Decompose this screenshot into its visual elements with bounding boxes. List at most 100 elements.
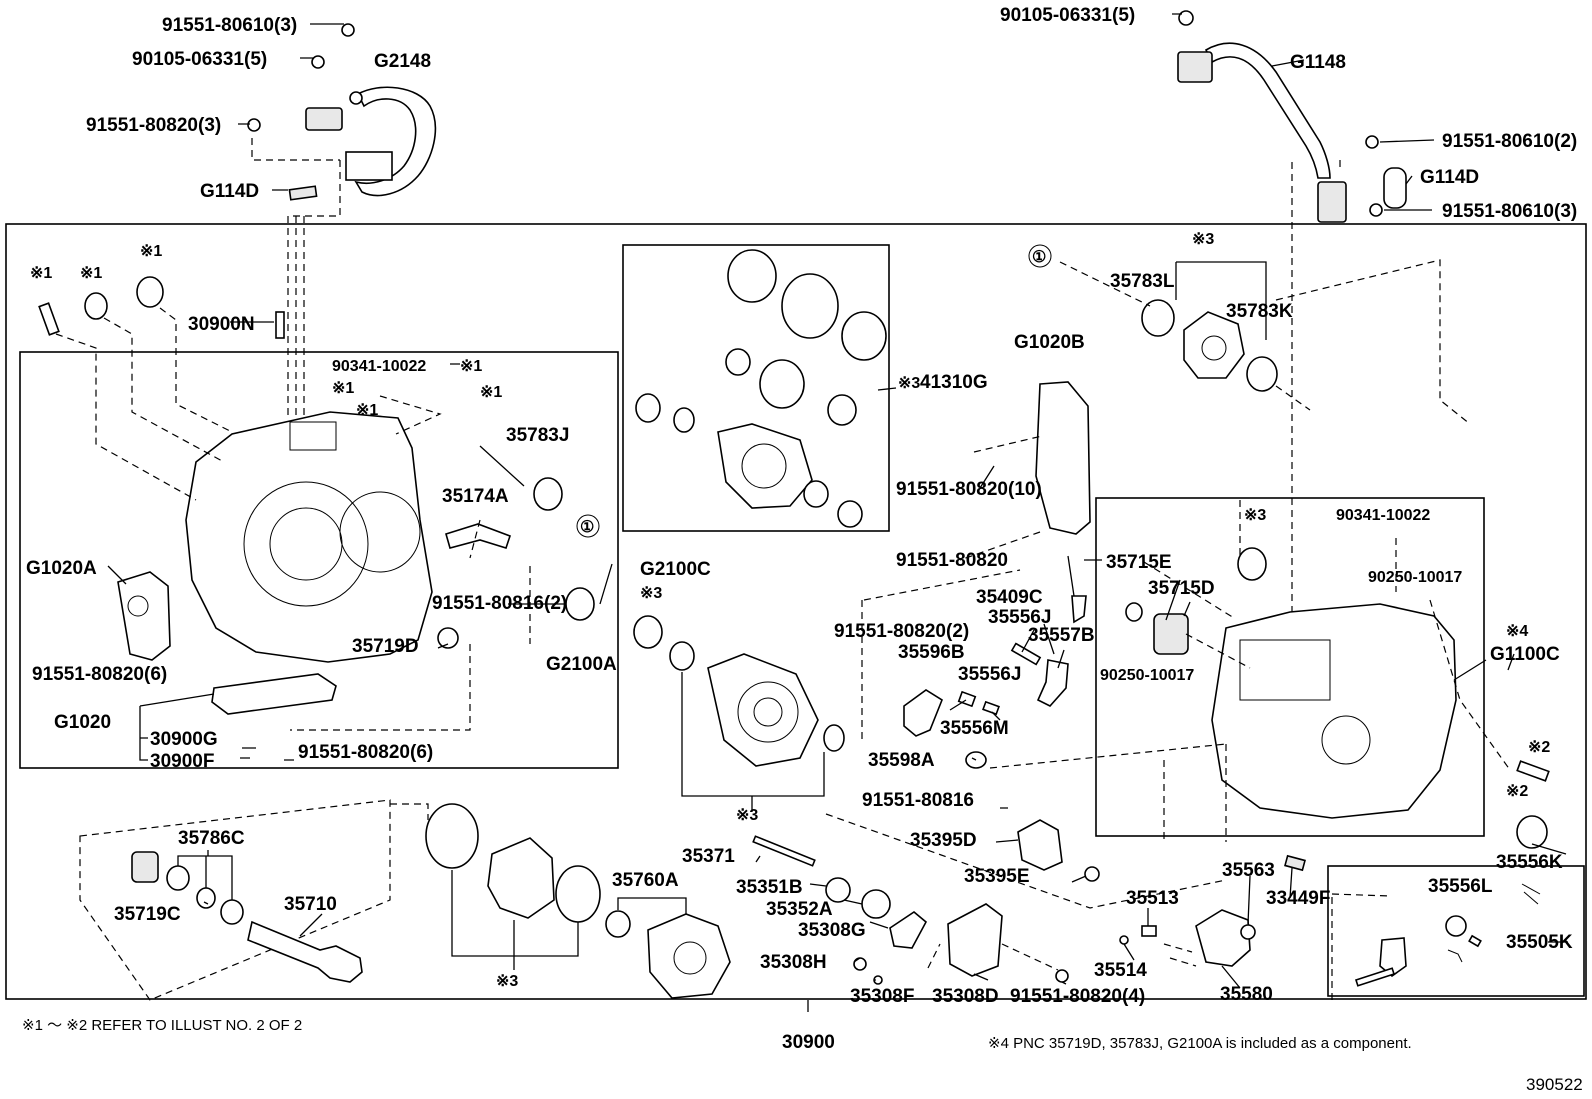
- bolt-91551-80610-c: [1369, 203, 1383, 217]
- label-35556m: 35556M: [940, 718, 1009, 739]
- differential-kit-drawing: [635, 249, 887, 528]
- bolt-top-left-drawing: [38, 302, 60, 336]
- label-x1-b: ※1: [80, 265, 102, 282]
- label-30900: 30900: [782, 1032, 835, 1053]
- label-91551-80820-2: 91551-80820(2): [834, 621, 969, 642]
- label-x1-c: ※1: [140, 243, 162, 260]
- label-91551-80610-2: 91551-80610(2): [1442, 131, 1577, 152]
- shaft-frame-guide: [79, 799, 391, 1001]
- transaxle-case-drawing: [1211, 603, 1457, 819]
- label-35557b: 35557B: [1028, 625, 1095, 646]
- bracket-35308d-drawing: [947, 903, 1003, 977]
- label-35556k: 35556K: [1496, 852, 1563, 873]
- harness-right-guide: [1291, 160, 1341, 672]
- washer-35786c-a: [166, 865, 190, 891]
- label-g1020a: G1020A: [26, 558, 97, 579]
- label-35371: 35371: [682, 846, 735, 867]
- label-90341-10022-left: 90341-10022: [332, 358, 426, 375]
- label-g1020: G1020: [54, 712, 111, 733]
- clip-35556k-drawing: [1521, 883, 1541, 905]
- callout-circle-1-left: [576, 514, 600, 538]
- label-35715d: 35715D: [1148, 578, 1215, 599]
- differential-kit-frame: [622, 244, 890, 532]
- label-91551-80820-6-bottom: 91551-80820(6): [298, 742, 433, 763]
- bolt-91551-80610-b: [1365, 135, 1379, 149]
- label-g1100c: G1100C: [1490, 644, 1560, 665]
- label-g2148: G2148: [374, 51, 431, 72]
- footnote-left: ※1 ～ ※2 REFER TO ILLUST NO. 2 OF 2: [22, 1017, 302, 1034]
- label-x1-e: ※1: [332, 380, 354, 397]
- cover-g1020b-drawing: [1035, 381, 1091, 535]
- gear-35719c-drawing: [131, 851, 159, 883]
- case-subframe: [1095, 497, 1485, 837]
- plug-35514-drawing: [1119, 935, 1129, 945]
- label-x3-carrier: ※3: [1192, 231, 1214, 248]
- label-91551-80820-10: 91551-80820(10): [896, 479, 1042, 500]
- park-guide: [927, 943, 1059, 971]
- bolt-30900n-drawing: [275, 311, 285, 339]
- washer-35786c-c: [220, 899, 244, 925]
- bolt-91551-80820-4: [1055, 969, 1069, 983]
- callout-1-left: ①: [580, 519, 594, 536]
- label-90250-10017-bottom: 90250-10017: [1100, 667, 1194, 684]
- label-35409c: 35409C: [976, 587, 1043, 608]
- label-35308h: 35308H: [760, 952, 827, 973]
- label-g2100a: G2100A: [546, 654, 617, 675]
- label-x1-f: ※1: [480, 384, 502, 401]
- part-labels: 91551-80610(3) 90105-06331(5) G2148 9155…: [26, 5, 1577, 1053]
- seal-35563-drawing: [1240, 924, 1256, 940]
- bracket-35760a: [617, 897, 687, 914]
- oil-seal-g2100a-drawing: [565, 587, 595, 621]
- seal-top-left-a: [84, 292, 108, 320]
- carrier-drawing: [1141, 299, 1278, 392]
- label-x3-case: ※3: [1244, 507, 1266, 524]
- label-35351b: 35351B: [736, 877, 803, 898]
- label-x2-a: ※2: [1528, 739, 1550, 756]
- bracket-x3-bottom: [451, 870, 579, 970]
- plug-35513-drawing: [1141, 925, 1157, 937]
- seal-top-left-b: [136, 276, 164, 308]
- label-g114d-left: G114D: [200, 181, 259, 202]
- label-91551-80610-3-right: 91551-80610(3): [1442, 201, 1577, 222]
- label-x1-a: ※1: [30, 265, 52, 282]
- label-90341-10022-right: 90341-10022: [1336, 507, 1430, 524]
- label-35760a: 35760A: [612, 870, 679, 891]
- housing-guide-lines: [55, 307, 531, 731]
- strainer-33449f-drawing: [1284, 854, 1306, 872]
- washer-35786c-b: [196, 887, 216, 909]
- label-90250-10017-top: 90250-10017: [1368, 569, 1462, 586]
- label-35308f: 35308F: [850, 986, 914, 1007]
- gear-35352a-drawing: [861, 889, 891, 919]
- sensor-guide: [825, 813, 1227, 909]
- pump-guide: [1163, 943, 1197, 967]
- label-90105-06331-5-top-left: 90105-06331(5): [132, 49, 267, 70]
- label-x1-d: ※1: [460, 358, 482, 375]
- harness-g1148-drawing: [1177, 42, 1407, 223]
- oil-seal-35783j-drawing: [533, 477, 563, 511]
- label-35710: 35710: [284, 894, 337, 915]
- label-g114d-right: G114D: [1420, 167, 1479, 188]
- bracket-35786c: [177, 850, 233, 900]
- gear-35351b-drawing: [825, 877, 851, 903]
- callout-circle-1-right: [1028, 244, 1052, 268]
- case-guide: [1143, 500, 1511, 842]
- label-35505k: 35505K: [1506, 932, 1573, 953]
- sensor-35395d-drawing: [1017, 819, 1063, 871]
- label-41310g: 41310G: [920, 372, 988, 393]
- label-35352a: 35352A: [766, 899, 833, 920]
- label-30900n: 30900N: [188, 314, 255, 335]
- label-35719c: 35719C: [114, 904, 181, 925]
- label-35783l: 35783L: [1110, 271, 1175, 292]
- seal-35715e-drawing: [1125, 602, 1143, 622]
- shaft-35371-drawing: [752, 835, 816, 867]
- label-91551-80820-linkage: 91551-80820: [896, 550, 1008, 571]
- label-30900g: 30900G: [150, 729, 218, 750]
- bracket-35174a-drawing: [445, 523, 512, 549]
- label-35308d: 35308D: [932, 986, 999, 1007]
- differential-center-drawing: [633, 615, 845, 767]
- label-91551-80820-3: 91551-80820(3): [86, 115, 221, 136]
- label-35556j-a: 35556J: [988, 607, 1051, 628]
- label-x3-center-bottom: ※3: [736, 807, 758, 824]
- kit-guide: [1331, 893, 1391, 1000]
